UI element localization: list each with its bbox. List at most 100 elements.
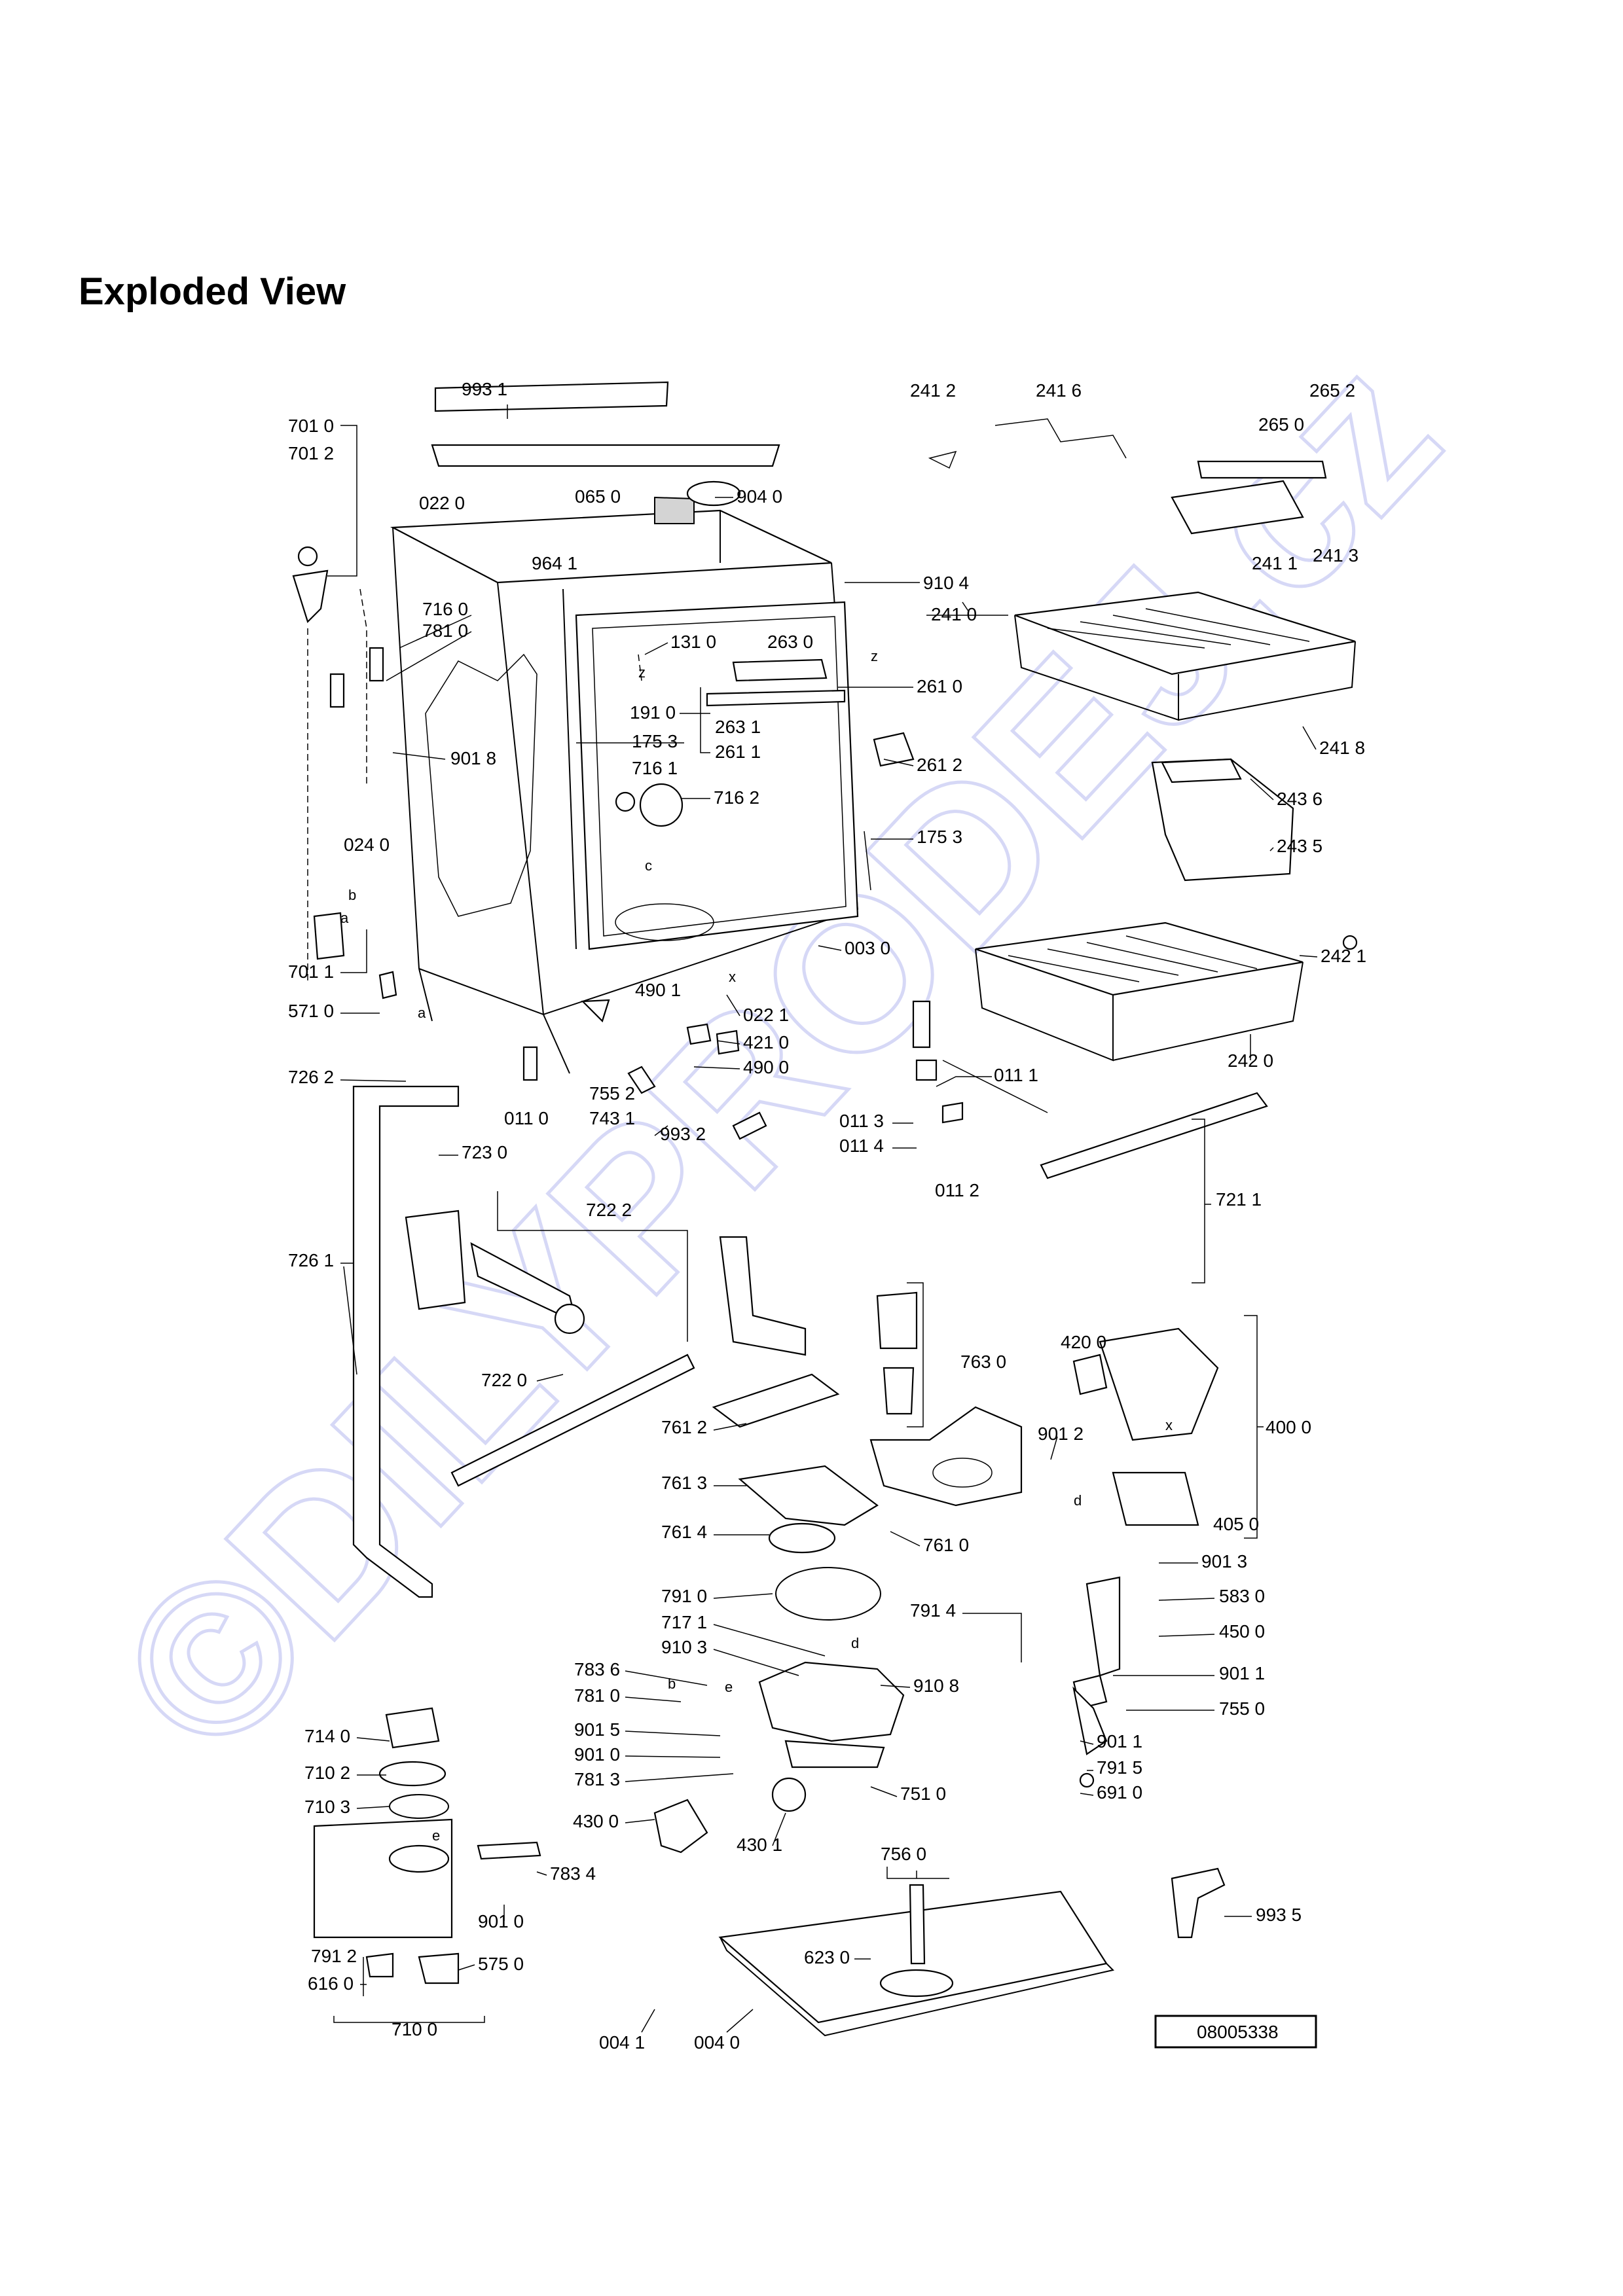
- part-label-9931: 993 1: [462, 379, 507, 399]
- part-label-7162: 716 2: [714, 787, 759, 808]
- part-label-4901: 490 1: [635, 980, 681, 1000]
- letter-markers: z z c b a a x x d d b e e: [340, 648, 1173, 1844]
- part-label-7912: 791 2: [311, 1946, 357, 1966]
- part-label-0650: 065 0: [575, 486, 621, 507]
- part-label-0240: 024 0: [344, 834, 390, 855]
- part-label-9103: 910 3: [661, 1637, 707, 1657]
- part-label-7560: 756 0: [881, 1844, 926, 1864]
- part-label-1310: 131 0: [670, 632, 716, 652]
- part-label-0110: 011 0: [504, 1108, 549, 1128]
- part-label-7810b: 781 0: [574, 1685, 620, 1706]
- part-label-4050: 405 0: [1213, 1514, 1259, 1534]
- part-label-2650: 265 0: [1258, 414, 1304, 435]
- part-label-2611: 261 1: [715, 742, 761, 762]
- part-label-1753b: 175 3: [917, 827, 962, 847]
- marker-a-1: a: [340, 910, 349, 926]
- part-label-7222: 722 2: [586, 1200, 632, 1220]
- part-label-7614: 761 4: [661, 1522, 707, 1542]
- part-label-1753a: 175 3: [632, 731, 678, 751]
- base-plate-drawing: [718, 1867, 1226, 2037]
- part-label-7834: 783 4: [550, 1863, 596, 1884]
- upper-basket-drawing: [928, 418, 1356, 721]
- part-label-2412: 241 2: [910, 380, 956, 401]
- part-label-7613: 761 3: [661, 1473, 707, 1493]
- part-label-4900: 490 0: [743, 1057, 789, 1077]
- marker-z-2: z: [871, 648, 878, 664]
- part-label-6160: 616 0: [308, 1973, 354, 1994]
- part-label-2413: 241 3: [1313, 545, 1359, 565]
- part-label-0114: 011 4: [839, 1136, 884, 1156]
- marker-d-2: d: [851, 1635, 859, 1651]
- reference-box: 08005338: [1154, 2015, 1317, 2049]
- part-label-7011: 701 1: [288, 961, 334, 982]
- marker-d-1: d: [1074, 1492, 1082, 1509]
- part-label-7160: 716 0: [422, 599, 468, 619]
- part-label-2630: 263 0: [767, 632, 813, 652]
- spray-arm-drawing: [352, 1085, 879, 1598]
- part-label-9040: 904 0: [737, 486, 782, 507]
- part-label-4301: 430 1: [737, 1835, 782, 1855]
- part-label-0221: 022 1: [743, 1005, 789, 1025]
- part-label-7431: 743 1: [589, 1108, 635, 1128]
- part-label-7140: 714 0: [304, 1726, 350, 1746]
- part-label-4300: 430 0: [573, 1811, 619, 1831]
- part-label-7630: 763 0: [960, 1352, 1006, 1372]
- part-label-0111: 011 1: [994, 1065, 1038, 1085]
- part-label-2610: 261 0: [917, 676, 962, 696]
- part-label-2410: 241 0: [931, 604, 977, 624]
- part-label-7610: 761 0: [923, 1535, 969, 1555]
- part-label-7836: 783 6: [574, 1659, 620, 1679]
- part-label-7550: 755 0: [1219, 1698, 1265, 1719]
- marker-b-1: b: [348, 887, 356, 903]
- part-label-5830: 583 0: [1219, 1586, 1265, 1606]
- part-label-9010b: 901 0: [478, 1911, 524, 1931]
- leader-lines: [327, 404, 1318, 2033]
- part-label-0220: 022 0: [419, 493, 465, 513]
- softener-drawing: [313, 1707, 541, 1984]
- part-label-9012: 901 2: [1038, 1424, 1084, 1444]
- cabinet-drawing: [390, 381, 1358, 1074]
- part-label-4210: 421 0: [743, 1032, 789, 1052]
- part-label-7230: 723 0: [462, 1142, 507, 1162]
- part-label-7552: 755 2: [589, 1083, 635, 1103]
- part-label-2631: 263 1: [715, 717, 761, 737]
- marker-a-2: a: [418, 1005, 426, 1021]
- part-label-2416: 241 6: [1036, 380, 1082, 401]
- part-label-4000: 400 0: [1266, 1417, 1311, 1437]
- part-label-9641: 964 1: [532, 553, 577, 573]
- part-label-2435: 243 5: [1277, 836, 1322, 856]
- part-label-0041: 004 1: [599, 2032, 645, 2053]
- part-label-4200: 420 0: [1061, 1332, 1106, 1352]
- part-label-7102: 710 2: [304, 1763, 350, 1783]
- part-label-6910: 691 0: [1097, 1782, 1142, 1803]
- part-label-7103: 710 3: [304, 1797, 350, 1817]
- part-label-7010: 701 0: [288, 416, 334, 436]
- part-label-5750: 575 0: [478, 1954, 524, 1974]
- part-label-9015: 901 5: [574, 1719, 620, 1740]
- part-label-4500: 450 0: [1219, 1621, 1265, 1641]
- part-label-7161: 716 1: [632, 758, 678, 778]
- part-label-2421: 242 1: [1321, 946, 1366, 966]
- part-label-7612: 761 2: [661, 1417, 707, 1437]
- part-label-9010a: 901 0: [574, 1744, 620, 1765]
- marker-b-2: b: [668, 1676, 676, 1692]
- part-label-9935: 993 5: [1256, 1905, 1302, 1925]
- part-label-7261: 726 1: [288, 1250, 334, 1270]
- part-label-5710: 571 0: [288, 1001, 334, 1021]
- part-label-0040: 004 0: [694, 2032, 740, 2053]
- part-label-2612: 261 2: [917, 755, 962, 775]
- lower-basket-drawing: [975, 758, 1304, 1179]
- part-label-7262: 726 2: [288, 1067, 334, 1087]
- marker-x-2: x: [1165, 1417, 1173, 1433]
- part-label-2652: 265 2: [1309, 380, 1355, 401]
- part-label-0112: 011 2: [935, 1180, 979, 1200]
- part-label-1910: 191 0: [630, 702, 676, 723]
- part-label-6230: 623 0: [804, 1947, 850, 1967]
- part-label-7220: 722 0: [481, 1370, 527, 1390]
- part-label-2411: 241 1: [1252, 553, 1298, 573]
- part-label-9011a: 901 1: [1219, 1663, 1265, 1683]
- part-label-7510: 751 0: [900, 1784, 946, 1804]
- part-label-0113: 011 3: [839, 1111, 884, 1131]
- part-label-7915: 791 5: [1097, 1757, 1142, 1778]
